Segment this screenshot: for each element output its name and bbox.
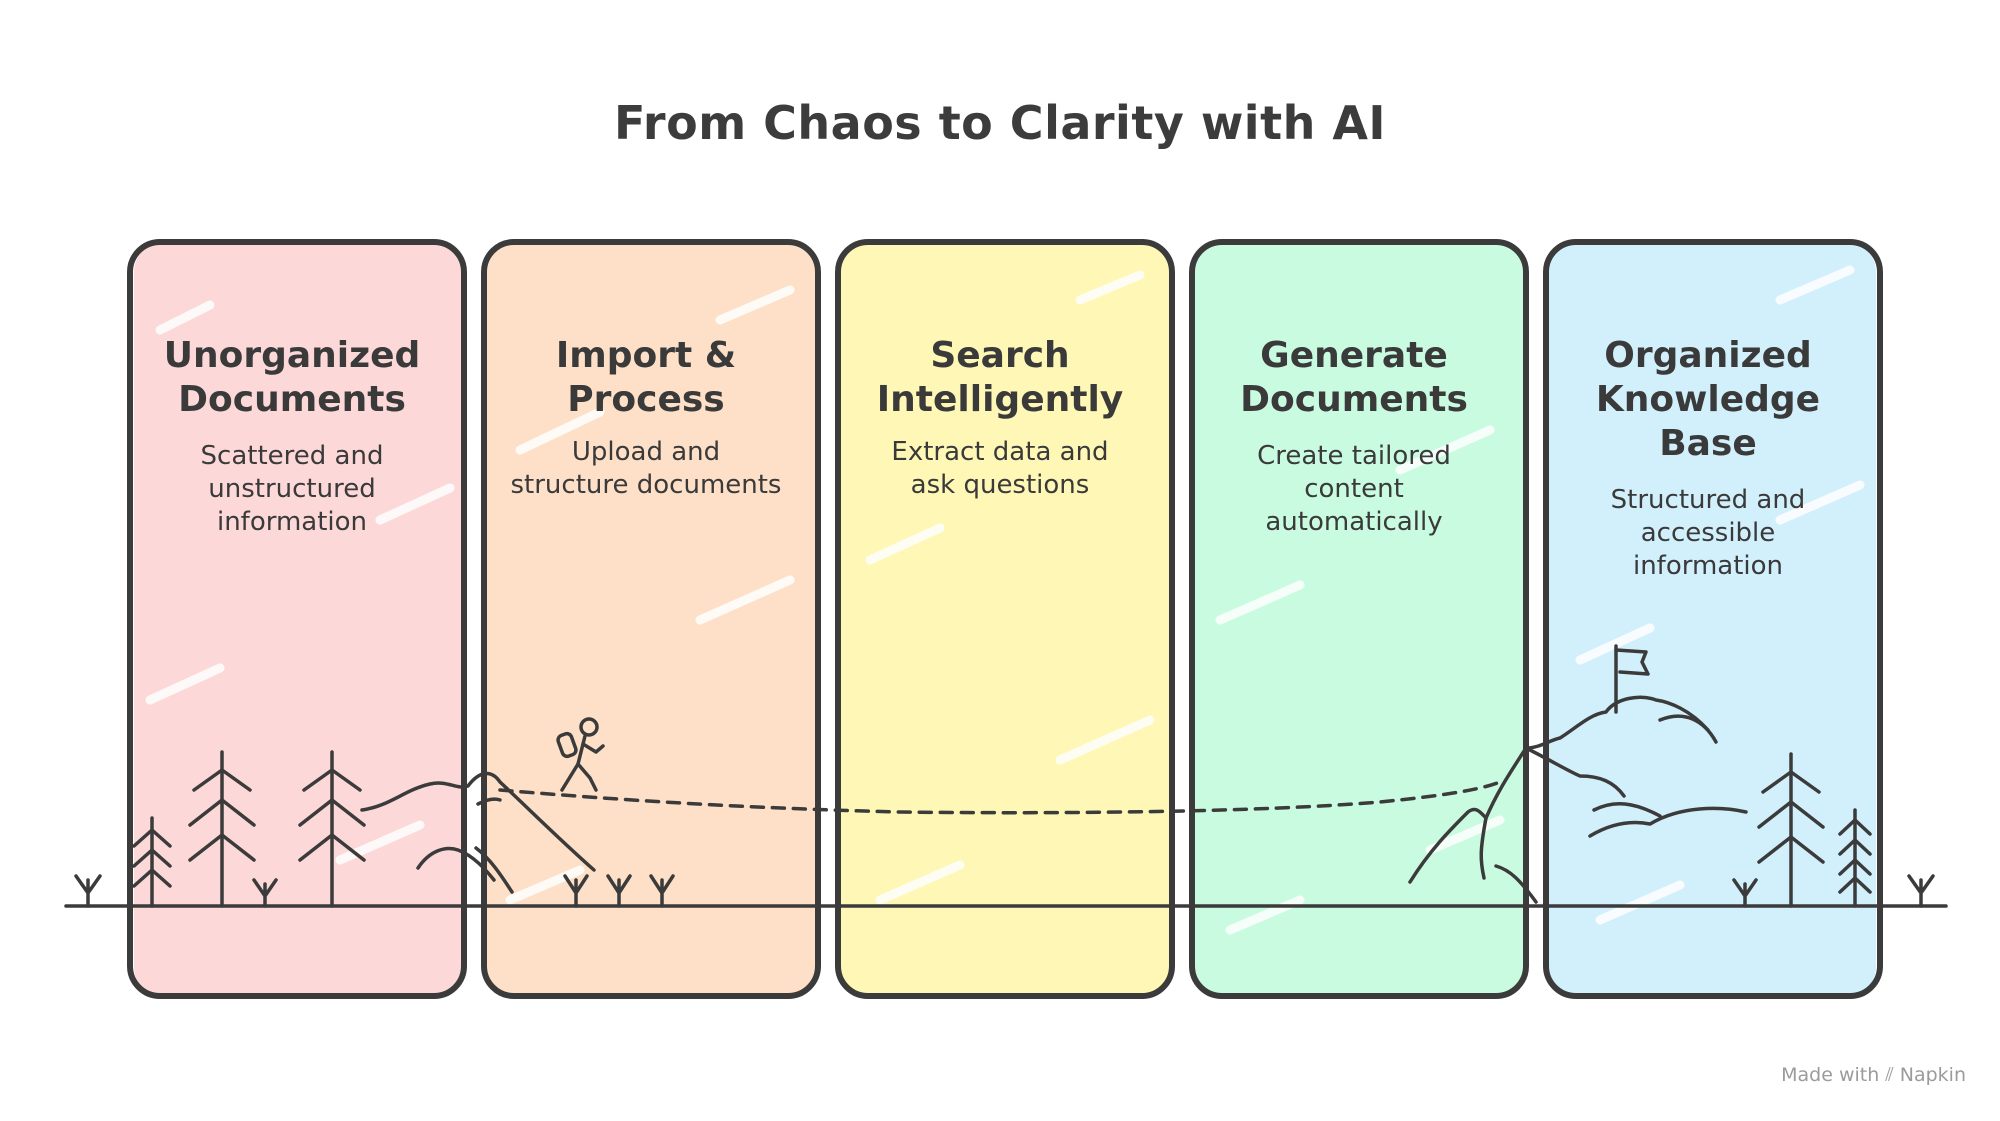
journey-path	[498, 780, 1502, 815]
desc-line: Scattered and	[200, 441, 384, 471]
heading-line: Process	[567, 379, 725, 420]
panel-description: Upload and structure documents	[486, 436, 806, 502]
panel-description: Extract data and ask questions	[840, 436, 1160, 502]
hill-outline	[416, 846, 496, 882]
desc-line: structure documents	[510, 470, 782, 500]
heading-line: Documents	[1240, 379, 1468, 420]
grass-icon	[649, 874, 675, 908]
panel-borders	[127, 239, 1883, 999]
desc-line: Create tailored	[1257, 441, 1451, 471]
grass-icon	[1907, 874, 1935, 908]
panel-heading: Import & Process	[486, 334, 806, 422]
panel-description: Create tailored content automatically	[1194, 440, 1514, 539]
panel-3-fill	[840, 242, 1170, 997]
heading-line: Generate	[1260, 335, 1448, 376]
panel-unorganized-documents: Unorganized Documents Scattered and unst…	[132, 334, 452, 539]
panel-heading: Unorganized Documents	[132, 334, 452, 422]
pine-tree-icon	[132, 816, 172, 908]
hatch-strokes	[145, 265, 1865, 935]
panel-4-border	[1189, 239, 1529, 999]
panel-heading: Organized Knowledge Base	[1548, 334, 1868, 466]
mountain-outline	[1494, 864, 1538, 904]
panel-2-border	[481, 239, 821, 999]
panel-description: Structured and accessible information	[1548, 484, 1868, 583]
panel-1-fill	[134, 242, 464, 997]
panel-description: Scattered and unstructured information	[132, 440, 452, 539]
heading-line: Documents	[178, 379, 406, 420]
panel-organized-knowledge-base: Organized Knowledge Base Structured and …	[1548, 334, 1868, 583]
panel-generate-documents: Generate Documents Create tailored conte…	[1194, 334, 1514, 539]
landscape	[64, 644, 1948, 908]
grass-icon	[1732, 878, 1758, 908]
mountain-outline	[1408, 695, 1710, 884]
watermark-prefix: Made with	[1781, 1064, 1880, 1086]
pine-tree-icon	[1838, 808, 1872, 908]
heading-line: Import &	[555, 335, 737, 376]
grass-icon	[606, 874, 632, 908]
hill-outline	[360, 771, 596, 872]
desc-line: content	[1304, 474, 1404, 504]
heading-line: Base	[1659, 423, 1757, 464]
watermark: Made with⫽Napkin	[1781, 1064, 1966, 1086]
mountain-outline	[1524, 746, 1626, 798]
watermark-brand: Napkin	[1899, 1064, 1966, 1086]
napkin-logo-icon: ⫽	[1885, 1064, 1894, 1086]
grass-icon	[74, 874, 102, 908]
hiker-icon	[556, 717, 605, 792]
pine-tree-icon	[188, 750, 256, 908]
heading-line: Knowledge	[1595, 379, 1821, 420]
panel-3-border	[835, 239, 1175, 999]
panel-search-intelligently: Search Intelligently Extract data and as…	[840, 334, 1160, 502]
desc-line: information	[216, 507, 368, 537]
panel-import-process: Import & Process Upload and structure do…	[486, 334, 806, 502]
grass-icon	[563, 874, 589, 908]
panel-heading: Generate Documents	[1194, 334, 1514, 422]
grass-icon	[252, 878, 278, 908]
mountain-outline	[1588, 806, 1748, 838]
heading-line: Search	[930, 335, 1070, 376]
panel-1-border	[127, 239, 467, 999]
desc-line: automatically	[1265, 507, 1443, 537]
desc-line: information	[1632, 551, 1784, 581]
mountain-outline	[1479, 816, 1488, 880]
desc-line: ask questions	[910, 470, 1090, 500]
desc-line: Extract data and	[891, 437, 1109, 467]
heading-line: Organized	[1604, 335, 1812, 376]
diagram-title: From Chaos to Clarity with AI	[613, 96, 1387, 150]
mountain-outline	[1658, 714, 1718, 744]
pine-tree-icon	[298, 750, 366, 908]
pine-tree-icon	[1757, 752, 1825, 908]
desc-line: accessible	[1640, 518, 1776, 548]
desc-line: Structured and	[1610, 485, 1806, 515]
panel-heading: Search Intelligently	[840, 334, 1160, 422]
heading-line: Intelligently	[876, 379, 1124, 420]
panel-5-fill	[1546, 242, 1876, 997]
heading-line: Unorganized	[163, 335, 421, 376]
flag-icon	[1614, 644, 1650, 714]
mountain-outline	[1592, 802, 1662, 818]
hill-outline	[474, 846, 514, 894]
desc-line: Upload and	[571, 437, 721, 467]
hill-outline	[476, 797, 502, 806]
desc-line: unstructured	[208, 474, 376, 504]
panel-5-border	[1543, 239, 1883, 999]
